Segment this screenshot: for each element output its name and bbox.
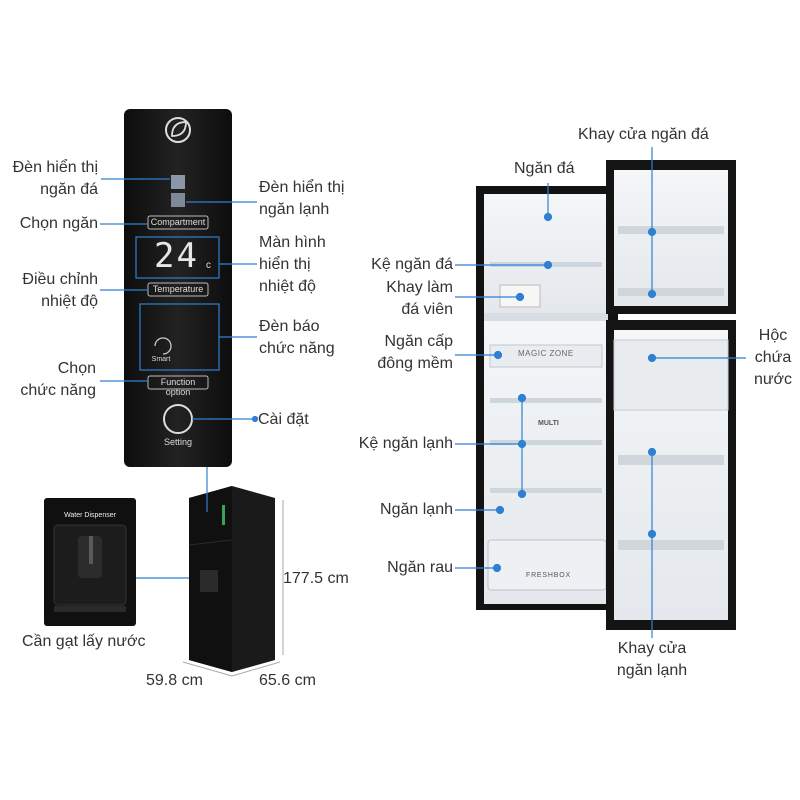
- temperature-display: 24: [154, 236, 199, 276]
- dimension-lines: [182, 500, 284, 677]
- label-dispenser-lever: Cần gạt lấy nước: [22, 633, 146, 650]
- smart-label: Smart: [151, 356, 171, 363]
- dimension-width: 59.8 cm: [146, 672, 203, 689]
- label-setting: Cài đặt: [258, 411, 309, 428]
- label-freezer: Ngăn đá: [514, 160, 575, 177]
- control-panel: [124, 109, 232, 467]
- label-freezer-door-tray: Khay cửa ngăn đá: [578, 126, 709, 143]
- label-crisper: Ngăn rau: [387, 559, 453, 576]
- setting-label: Setting: [163, 437, 193, 447]
- label-fridge-shelf: Kệ ngăn lạnh: [358, 435, 453, 452]
- label-fridge: Ngăn lạnh: [380, 501, 453, 518]
- temperature-button[interactable]: Temperature: [152, 284, 204, 294]
- label-freezer-shelf: Kệ ngăn đá: [371, 256, 453, 273]
- panel-callout-lines: [100, 178, 259, 423]
- fridge-small-view: [188, 467, 275, 672]
- dimension-depth: 65.6 cm: [259, 672, 316, 689]
- dimension-height: 177.5 cm: [283, 570, 349, 587]
- dispenser-title: Water Dispenser: [64, 512, 116, 519]
- fridge-callout-lines: [455, 147, 746, 638]
- magic-zone-mark: MAGIC ZONE: [518, 349, 574, 358]
- temperature-unit: c: [206, 260, 211, 271]
- fridge-open-view: [476, 160, 736, 630]
- water-dispenser-detail: [44, 498, 200, 626]
- function-button[interactable]: Function option: [160, 377, 196, 397]
- multi-mark: MULTI: [538, 420, 559, 427]
- compartment-button[interactable]: Compartment: [150, 217, 206, 227]
- label-select-compartment: Chọn ngăn: [19, 215, 98, 232]
- freshbox-mark: FRESHBOX: [526, 572, 571, 579]
